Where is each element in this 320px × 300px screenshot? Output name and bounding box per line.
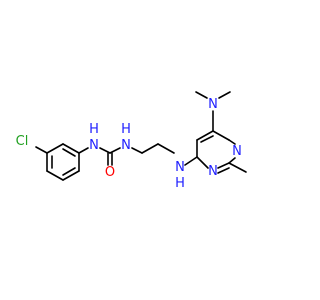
- bond: [217, 162, 230, 169]
- bond: [109, 147, 121, 154]
- bond: [184, 156, 198, 166]
- atom-oxygen: O: [105, 165, 115, 180]
- atom-nitrogen-pyrimidine-3: N: [208, 164, 218, 179]
- atom-labels: Cl N H O N H N H N N N: [16, 97, 242, 191]
- bond: [228, 157, 236, 164]
- bond: [46, 170, 64, 181]
- bond: [196, 156, 209, 169]
- bond: [62, 143, 80, 154]
- bond: [228, 139, 236, 145]
- bond: [218, 91, 231, 99]
- bond: [157, 143, 175, 154]
- bond: [46, 143, 64, 154]
- bonds: [35, 91, 247, 181]
- molecule-diagram: Cl N H O N H N H N N N: [16, 91, 247, 191]
- atom-chlorine: Cl: [16, 134, 29, 149]
- bond: [35, 146, 48, 154]
- atom-hydrogen-ethyl-nh: H: [175, 176, 185, 191]
- atom-nitrogen-urea-nh: N: [121, 138, 131, 153]
- bond: [200, 135, 214, 143]
- bond: [195, 91, 208, 99]
- bond: [141, 143, 159, 154]
- bond: [228, 162, 247, 173]
- atom-nitrogen-ethyl-nh: N: [175, 160, 185, 175]
- atom-nitrogen-dimethylamino: N: [208, 97, 218, 112]
- bond: [131, 147, 143, 154]
- bond: [62, 167, 76, 176]
- bond: [78, 147, 89, 154]
- bond: [62, 148, 76, 157]
- atom-hydrogen-aryl-nh: H: [89, 122, 99, 137]
- bond: [217, 167, 230, 174]
- atom-nitrogen-pyrimidine-1: N: [232, 144, 242, 159]
- bond: [212, 130, 230, 141]
- atom-nitrogen-aryl-nh: N: [89, 138, 99, 153]
- atom-hydrogen-urea-nh: H: [121, 122, 131, 137]
- bond: [196, 130, 214, 141]
- bond: [62, 170, 80, 181]
- bond: [99, 147, 111, 154]
